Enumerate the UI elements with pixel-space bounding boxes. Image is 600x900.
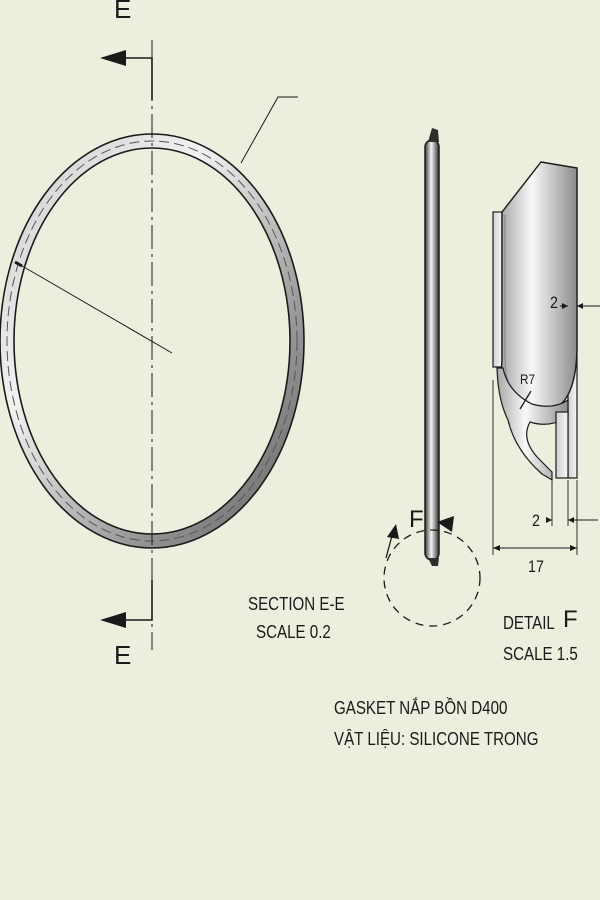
- section-marker-bottom: E: [114, 640, 132, 670]
- dim-width: [492, 380, 578, 555]
- radius-label: R7: [520, 371, 536, 387]
- detail-marker: F: [409, 506, 424, 533]
- detail-profile: [492, 161, 578, 482]
- detail-view-title: DETAIL: [503, 613, 555, 633]
- section-marker-top: E: [114, 0, 132, 24]
- radius-leader: [16, 262, 173, 354]
- thickness-label: 2: [550, 293, 558, 312]
- dim-thickness: [560, 303, 600, 309]
- section-cut-line: [100, 50, 153, 628]
- section-view-scale: SCALE 0.2: [256, 622, 331, 642]
- detail-view-letter: F: [563, 606, 578, 633]
- callout-leader: [240, 96, 298, 164]
- gap-label: 2: [532, 511, 540, 530]
- width-label: 17: [528, 557, 544, 576]
- section-profile: [424, 128, 440, 566]
- note-line-2: VẬT LIỆU: SILICONE TRONG: [334, 729, 539, 749]
- note-line-1: GASKET NẮP BỒN D400: [334, 698, 508, 718]
- section-view-title: SECTION E-E: [248, 594, 345, 614]
- detail-circle: [383, 516, 481, 627]
- dim-gap: [546, 480, 598, 526]
- detail-view-scale: SCALE 1.5: [503, 644, 578, 664]
